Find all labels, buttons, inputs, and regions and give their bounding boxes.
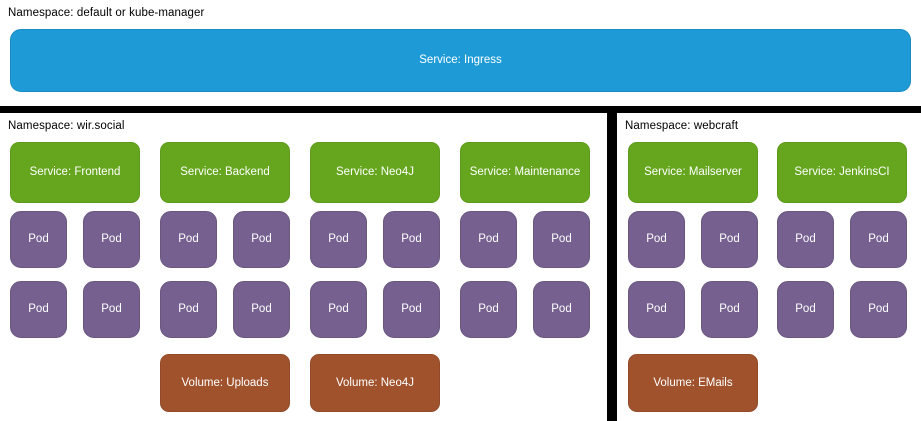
pod[interactable]: Pod (310, 281, 367, 338)
pod[interactable]: Pod (383, 211, 440, 268)
pod[interactable]: Pod (460, 281, 517, 338)
volume-neo4j[interactable]: Volume: Neo4J (310, 354, 440, 412)
service-neo4j[interactable]: Service: Neo4J (310, 142, 440, 203)
namespace-label-default: Namespace: default or kube-manager (8, 7, 205, 19)
pod[interactable]: Pod (850, 211, 907, 268)
pod[interactable]: Pod (10, 281, 67, 338)
volume-uploads[interactable]: Volume: Uploads (160, 354, 290, 412)
service-ingress[interactable]: Service: Ingress (10, 29, 911, 92)
pod[interactable]: Pod (777, 211, 834, 268)
service-maintenance[interactable]: Service: Maintenance (460, 142, 590, 203)
namespace-label-webcraft: Namespace: webcraft (625, 120, 739, 132)
pod[interactable]: Pod (83, 281, 140, 338)
pod[interactable]: Pod (533, 281, 590, 338)
pod[interactable]: Pod (628, 281, 685, 338)
pod[interactable]: Pod (701, 281, 758, 338)
pod[interactable]: Pod (160, 211, 217, 268)
namespace-panel-default: Namespace: default or kube-manager Servi… (0, 0, 921, 106)
volume-emails[interactable]: Volume: EMails (628, 354, 758, 412)
namespace-label-wir-social: Namespace: wir.social (8, 120, 125, 132)
pod[interactable]: Pod (777, 281, 834, 338)
pod[interactable]: Pod (233, 281, 290, 338)
service-jenkinsci[interactable]: Service: JenkinsCI (777, 142, 907, 203)
pod[interactable]: Pod (10, 211, 67, 268)
pod[interactable]: Pod (628, 211, 685, 268)
pod[interactable]: Pod (383, 281, 440, 338)
pod[interactable]: Pod (233, 211, 290, 268)
pod[interactable]: Pod (533, 211, 590, 268)
pod[interactable]: Pod (460, 211, 517, 268)
pod[interactable]: Pod (160, 281, 217, 338)
service-backend[interactable]: Service: Backend (160, 142, 290, 203)
pod[interactable]: Pod (310, 211, 367, 268)
pod[interactable]: Pod (850, 281, 907, 338)
pod[interactable]: Pod (83, 211, 140, 268)
pod[interactable]: Pod (701, 211, 758, 268)
service-mailserver[interactable]: Service: Mailserver (628, 142, 758, 203)
service-frontend[interactable]: Service: Frontend (10, 142, 140, 203)
